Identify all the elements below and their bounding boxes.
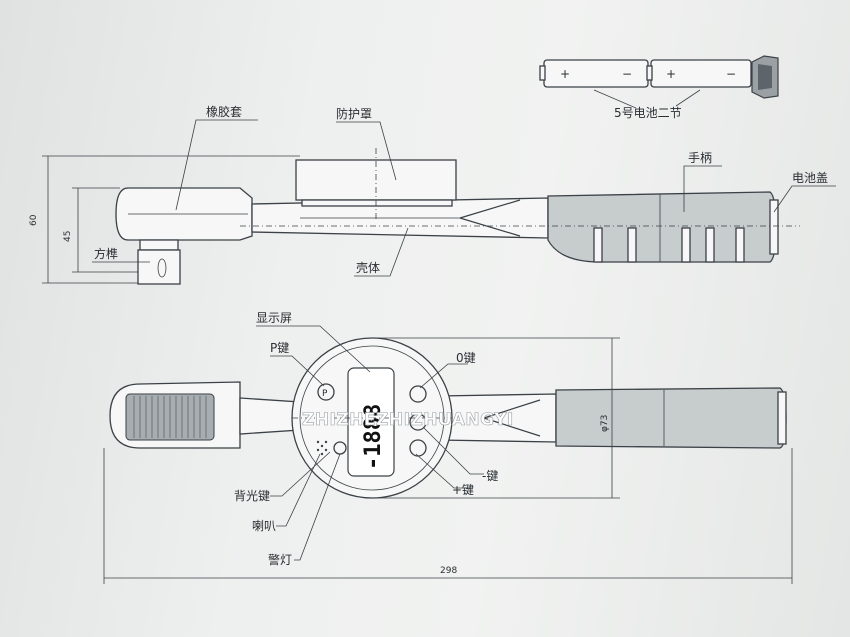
label-backlight-key: 背光键 bbox=[234, 489, 270, 503]
dim-298: 298 bbox=[440, 566, 457, 576]
handle-top bbox=[555, 387, 787, 449]
battery-1-terminal bbox=[539, 65, 546, 81]
label-battery: 5号电池二节 bbox=[614, 106, 682, 120]
warning-light bbox=[333, 441, 347, 455]
dim-45: 45 bbox=[63, 231, 73, 242]
battery-1-plus: + bbox=[560, 67, 570, 81]
p-key-button bbox=[317, 383, 335, 401]
label-square-drive: 方榫 bbox=[94, 246, 118, 261]
label-display: 显示屏 bbox=[256, 311, 292, 325]
label-zero-key: 0键 bbox=[456, 351, 476, 365]
dim-phi73: φ73 bbox=[600, 415, 610, 432]
label-plus-key: +键 bbox=[452, 483, 474, 497]
battery-pack: + − + − 5号电池二节 bbox=[539, 55, 779, 120]
label-housing: 壳体 bbox=[356, 261, 380, 275]
label-p-key: P键 bbox=[270, 341, 289, 355]
zero-key-button bbox=[409, 385, 427, 403]
label-battery-cover: 电池盖 bbox=[792, 171, 828, 185]
label-speaker: 喇叭 bbox=[252, 518, 276, 533]
battery-cover bbox=[769, 199, 779, 255]
battery-cap-thread bbox=[758, 64, 772, 90]
wrench-side-view: 60 45 橡胶套 防护罩 手柄 电池盖 bbox=[29, 104, 836, 285]
watermark: ZHIZHEZHIZHUANGYI bbox=[302, 410, 514, 430]
display-digits: -1888 bbox=[361, 404, 386, 470]
label-rubber-sleeve: 橡胶套 bbox=[206, 104, 242, 119]
battery-2-terminal bbox=[646, 65, 653, 81]
battery-2-minus: − bbox=[726, 67, 736, 81]
battery-1-minus: − bbox=[622, 67, 632, 81]
dim-60: 60 bbox=[29, 214, 39, 226]
label-minus-key: -键 bbox=[482, 469, 498, 483]
square-drive bbox=[137, 249, 181, 285]
wrench-top-view: -1888 P ZHIZHEZHIZHUANGYI 298 φ73 显示屏 P键… bbox=[103, 311, 793, 584]
plus-key-button bbox=[409, 439, 427, 457]
label-handle: 手柄 bbox=[688, 151, 712, 165]
square-drive-base bbox=[139, 239, 179, 251]
display-screen bbox=[347, 367, 395, 477]
p-key-letter: P bbox=[322, 389, 328, 399]
label-warning-light: 警灯 bbox=[268, 552, 292, 567]
label-protective-cover: 防护罩 bbox=[336, 106, 372, 121]
battery-2-plus: + bbox=[666, 67, 676, 81]
